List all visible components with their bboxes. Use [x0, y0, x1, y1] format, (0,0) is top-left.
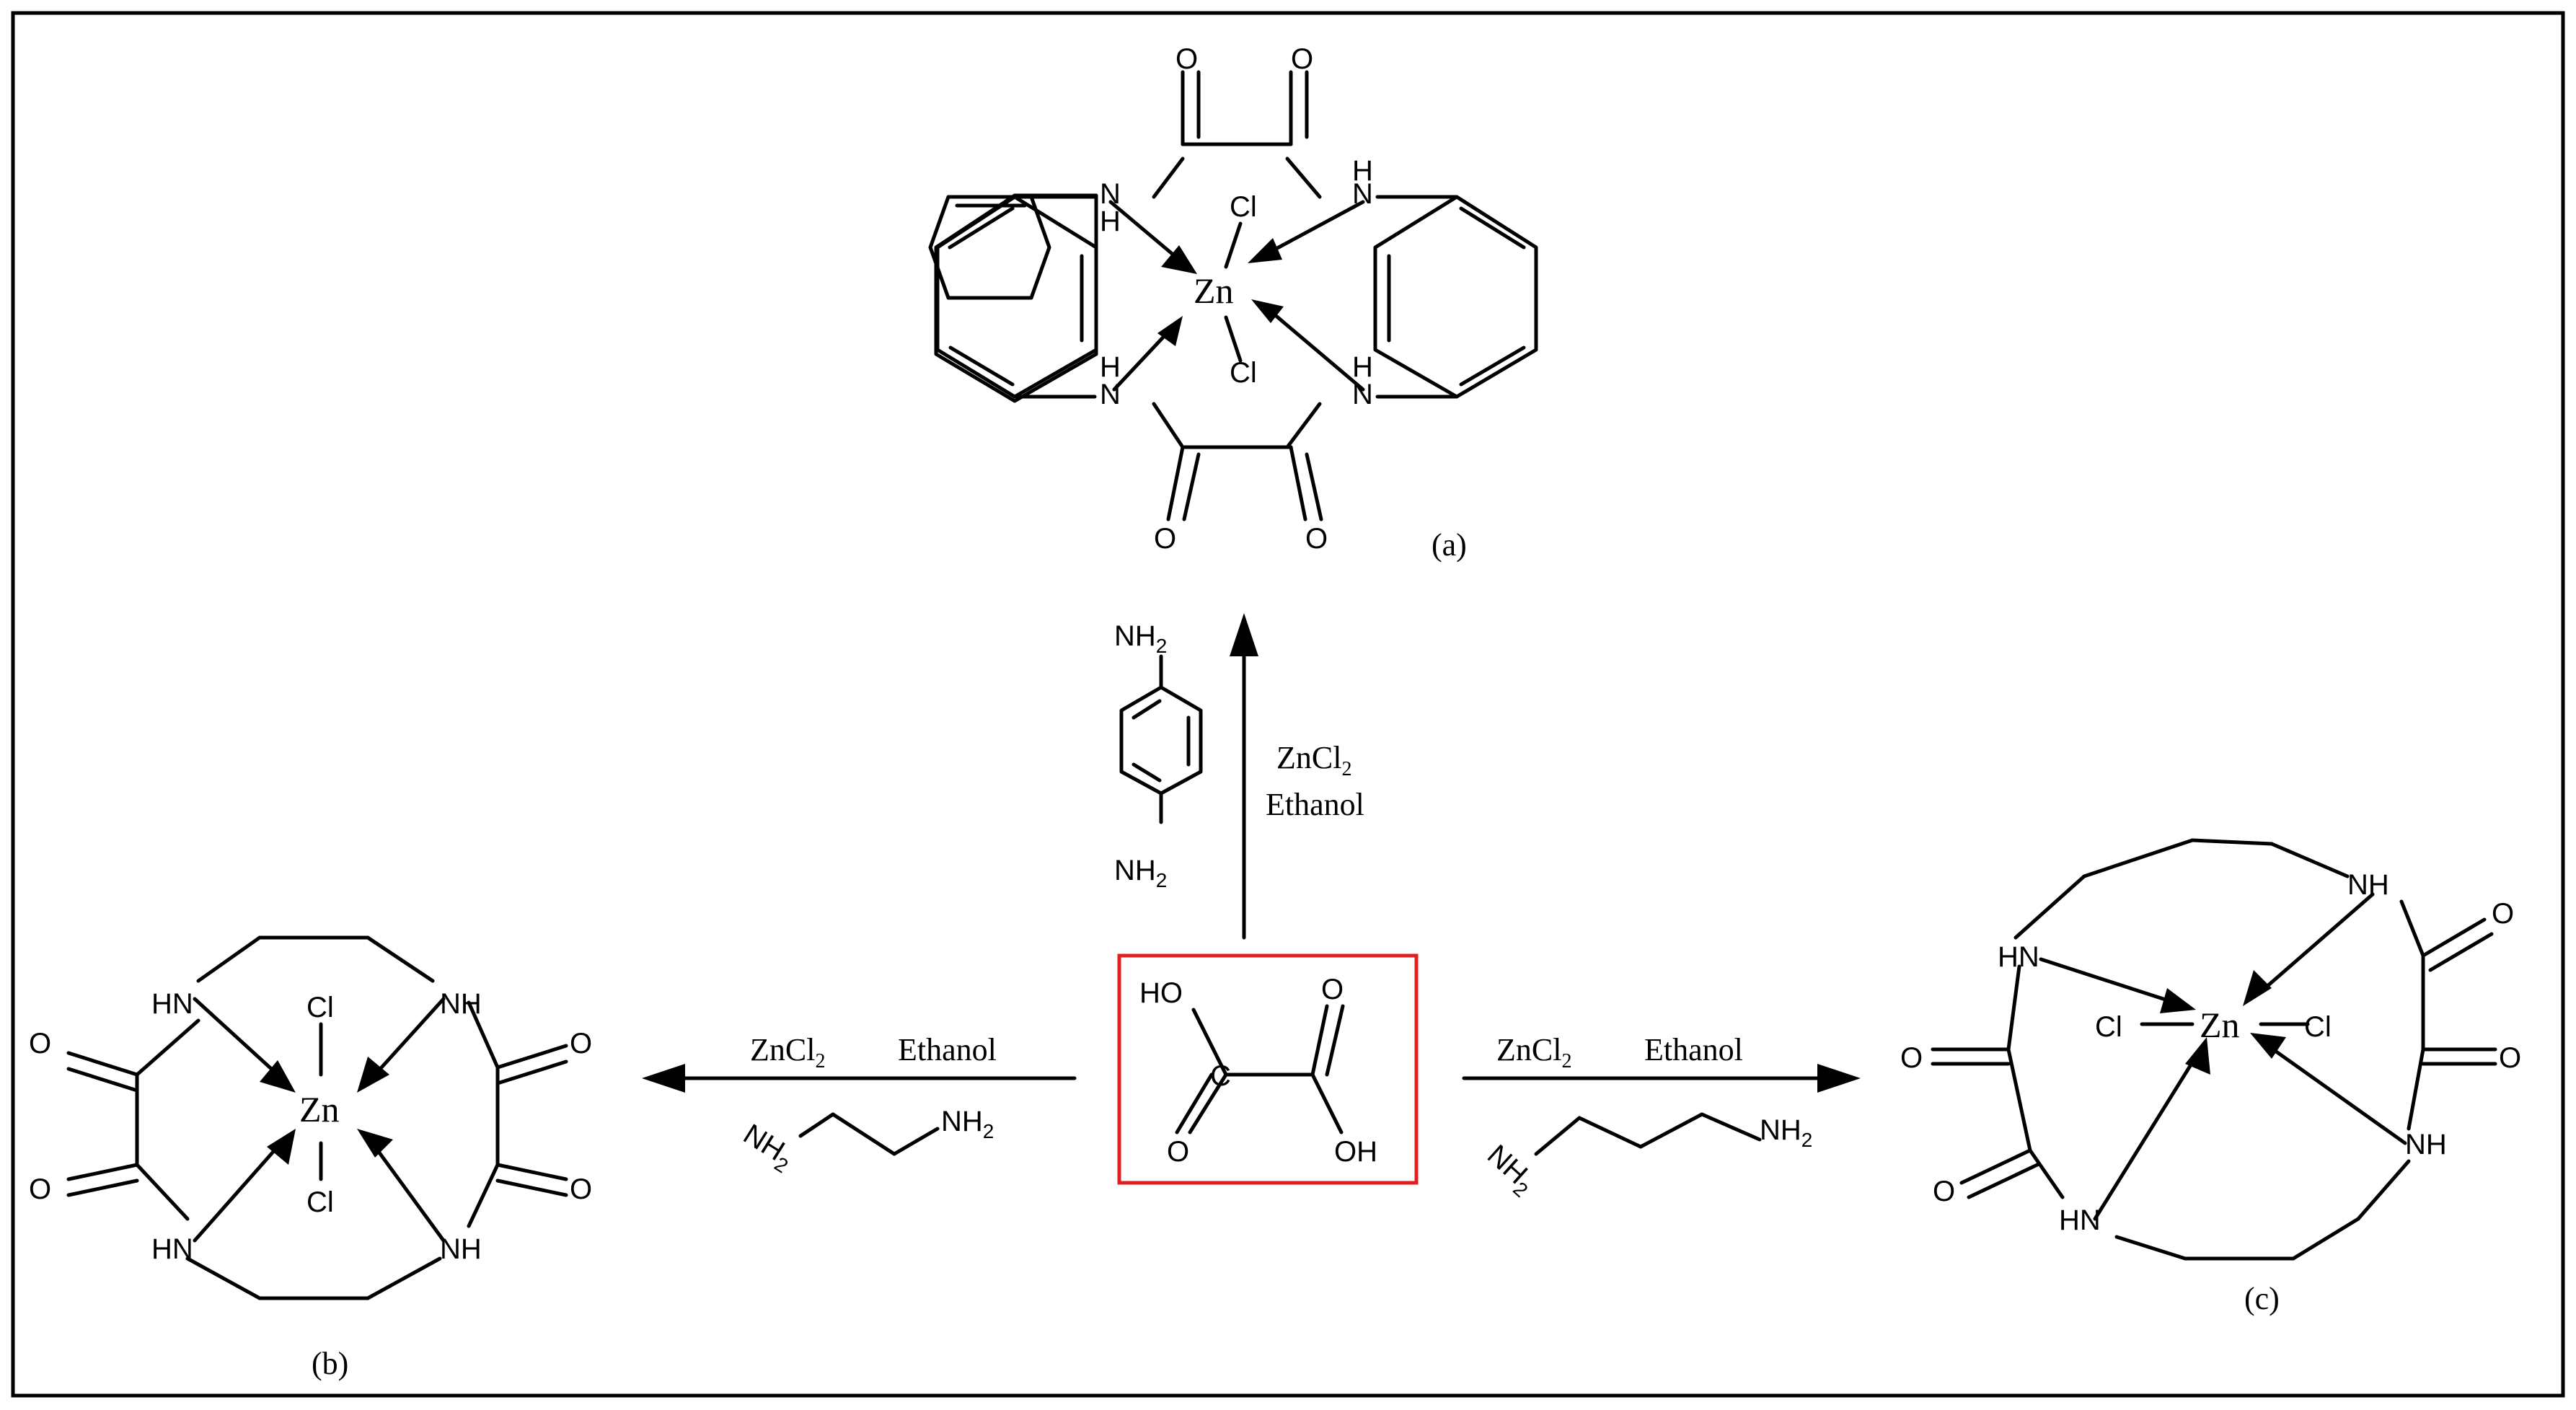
svg-text:Ethanol: Ethanol — [1644, 1032, 1743, 1067]
svg-text:NH2: NH2 — [941, 1106, 994, 1142]
oxalic-acid-highlight — [1117, 953, 1419, 1185]
svg-text:HN: HN — [1998, 941, 2039, 973]
svg-text:O: O — [2499, 1042, 2521, 1074]
svg-text:NH2: NH2 — [1760, 1114, 1812, 1151]
reaction-arrow-up — [1230, 613, 1258, 940]
zinc-a: Zn — [1194, 270, 1234, 311]
svg-text:NH: NH — [2405, 1129, 2447, 1160]
h1-a: H — [1100, 206, 1121, 237]
n3-a: N — [1100, 379, 1121, 410]
svg-text:NH2: NH2 — [1478, 1139, 1542, 1202]
svg-text:O: O — [1900, 1042, 1923, 1074]
h3-a: H — [1100, 351, 1121, 383]
svg-text:OH: OH — [1334, 1136, 1377, 1168]
svg-text:O: O — [1933, 1176, 1955, 1207]
svg-text:HN: HN — [151, 1233, 193, 1265]
svg-text:NH: NH — [2347, 869, 2389, 901]
o2-a: O — [1291, 43, 1313, 75]
figure-frame — [11, 11, 2565, 1398]
h4-a: H — [1352, 351, 1373, 383]
label-b: (b) — [312, 1346, 348, 1381]
svg-text:Cl: Cl — [2095, 1011, 2122, 1043]
svg-text:NH2: NH2 — [736, 1118, 800, 1177]
reaction-arrow-left — [642, 1064, 1077, 1093]
reagent-top-metal: ZnCl2 — [1276, 740, 1351, 780]
svg-text:C: C — [1210, 1060, 1231, 1092]
reagent-top-solvent: Ethanol — [1266, 787, 1364, 822]
svg-text:NH2: NH2 — [1114, 620, 1167, 657]
svg-text:O: O — [570, 1173, 592, 1205]
cl-bottom-a: Cl — [1230, 357, 1257, 389]
svg-text:Cl: Cl — [306, 1186, 334, 1218]
ethylenediamine: NH2 NH2 — [736, 1106, 994, 1177]
n2-a: N — [1352, 178, 1373, 210]
o1-a: O — [1175, 43, 1198, 75]
svg-text:ZnCl2: ZnCl2 — [1496, 1032, 1571, 1072]
product-a: Zn Cl Cl N H N H N H N H O O O O (a) — [928, 43, 1538, 563]
svg-text:Cl: Cl — [306, 992, 334, 1023]
svg-text:NH: NH — [440, 988, 482, 1020]
svg-text:O: O — [1321, 974, 1344, 1005]
p-phenylenediamine: NH2 NH2 — [1114, 620, 1203, 891]
product-b: Zn Cl Cl HN NH HN NH O O O O (b) — [29, 935, 592, 1381]
svg-text:Cl: Cl — [2304, 1011, 2332, 1043]
reaction-arrow-right — [1462, 1064, 1861, 1093]
svg-text:HN: HN — [2059, 1204, 2101, 1236]
svg-text:HO: HO — [1139, 977, 1183, 1009]
o3-a: O — [1154, 523, 1176, 555]
n1-a: N — [1100, 178, 1121, 210]
svg-text:Zn: Zn — [2200, 1005, 2240, 1045]
h2-a: H — [1352, 155, 1373, 187]
product-c: Zn Cl Cl HN NH NH HN O O O O (c) — [1900, 838, 2521, 1316]
svg-text:O: O — [1167, 1136, 1189, 1168]
svg-text:NH2: NH2 — [1114, 855, 1167, 891]
svg-text:O: O — [29, 1173, 51, 1205]
svg-text:HN: HN — [151, 988, 193, 1020]
svg-text:Zn: Zn — [299, 1089, 340, 1129]
propanediamine: NH2 NH2 — [1478, 1112, 1812, 1202]
label-a: (a) — [1432, 527, 1467, 563]
svg-text:O: O — [570, 1028, 592, 1059]
oxalic-acid: HO C O O OH — [1139, 974, 1377, 1168]
svg-text:Ethanol: Ethanol — [898, 1032, 997, 1067]
n4-a: N — [1352, 379, 1373, 410]
svg-text:NH: NH — [440, 1233, 482, 1265]
svg-text:O: O — [29, 1028, 51, 1059]
svg-text:ZnCl2: ZnCl2 — [750, 1032, 825, 1072]
label-c: (c) — [2244, 1281, 2280, 1316]
o4-a: O — [1305, 523, 1328, 555]
cl-top-a: Cl — [1230, 191, 1257, 223]
svg-text:O: O — [2492, 898, 2514, 930]
